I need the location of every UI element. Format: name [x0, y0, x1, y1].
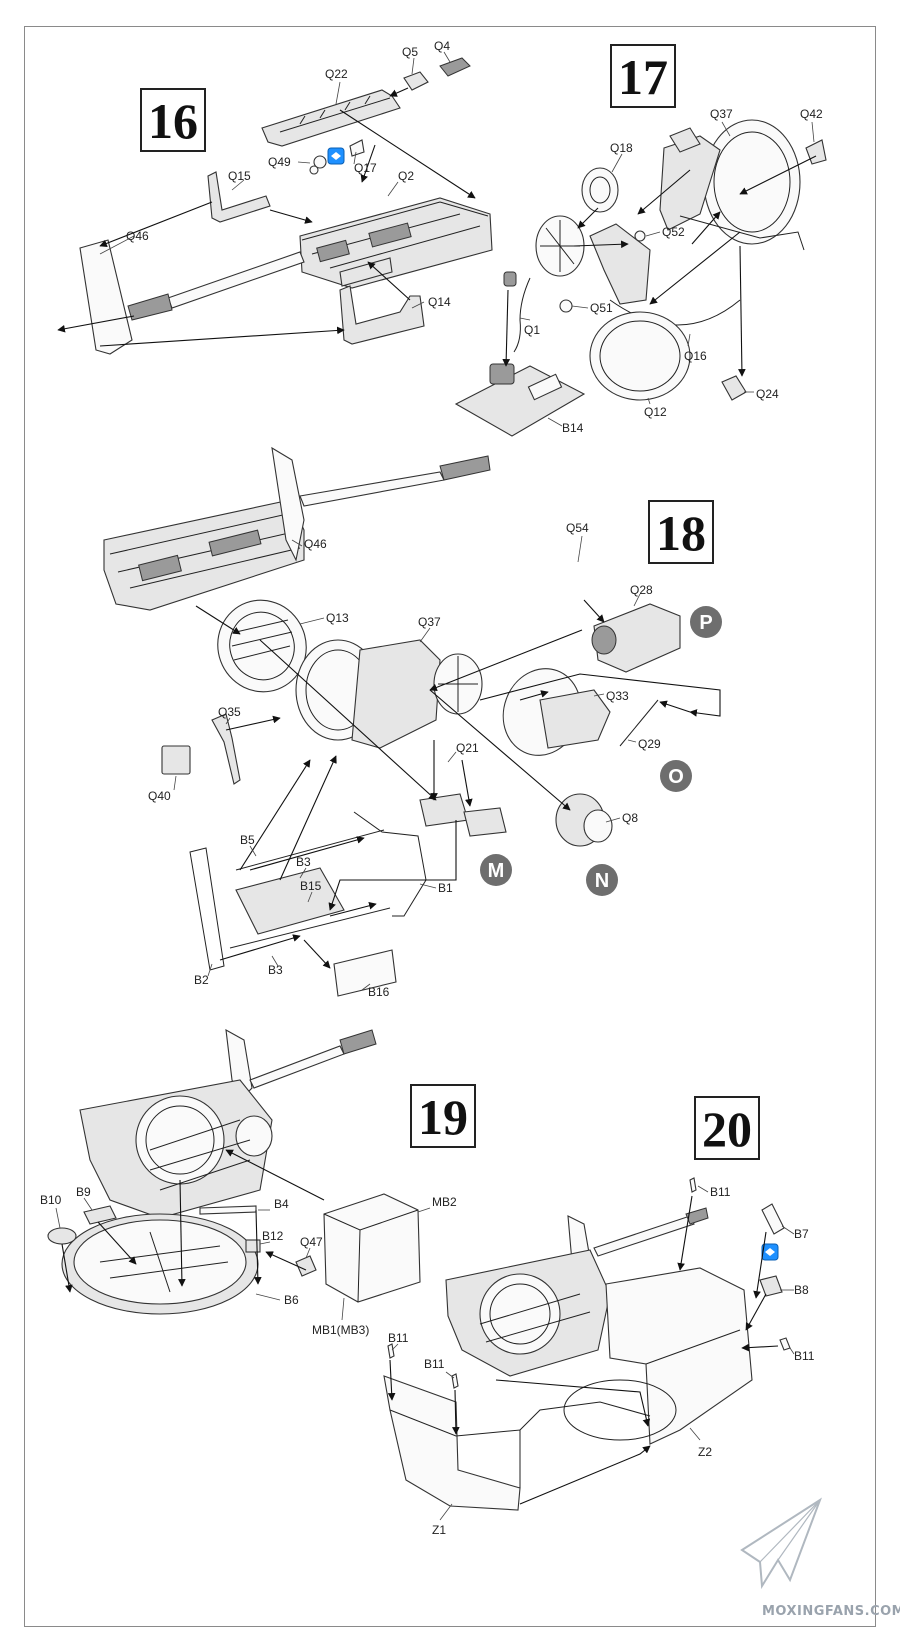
label-b11-d: B11	[424, 1357, 445, 1371]
label-b4: B4	[274, 1197, 289, 1211]
svg-text:O: O	[668, 766, 684, 788]
label-q4: Q4	[434, 39, 450, 53]
label-q15: Q15	[228, 169, 251, 183]
step-16-drawing: Q22 Q5 Q4 Q49 Q17 Q15 Q2 Q46 Q14	[57, 39, 493, 355]
label-mb2: MB2	[432, 1195, 457, 1209]
label-q24: Q24	[756, 387, 779, 401]
label-b9: B9	[76, 1185, 91, 1199]
step-17-drawing: Q37 Q42 Q18 Q52 Q51 Q1 Q16 Q12 Q24 B14	[454, 107, 827, 437]
label-b15: B15	[300, 879, 322, 893]
label-q16: Q16	[684, 349, 707, 363]
subassembly-badge-o	[660, 760, 692, 792]
watermark-text: MOXINGFANS.COM	[762, 1604, 900, 1619]
step-16-number: 16	[140, 88, 206, 152]
label-b7: B7	[794, 1227, 809, 1241]
label-b8: B8	[794, 1283, 809, 1297]
step-20-number: 20	[694, 1096, 760, 1160]
label-q49: Q49	[268, 155, 291, 169]
label-z2: Z2	[698, 1445, 712, 1459]
label-q22: Q22	[325, 67, 348, 81]
label-b11-a: B11	[710, 1185, 731, 1199]
label-b3-top: B3	[296, 855, 311, 869]
subassembly-badge-n	[586, 864, 618, 896]
label-q28: Q28	[630, 583, 653, 597]
label-q21: Q21	[456, 741, 479, 755]
label-q14: Q14	[428, 295, 451, 309]
label-q46-18: Q46	[304, 537, 327, 551]
label-b1: B1	[438, 881, 453, 895]
label-b12: B12	[262, 1229, 284, 1243]
step-18-number: 18	[648, 500, 714, 564]
label-b3-bottom: B3	[268, 963, 283, 977]
label-mb1-mb3: MB1(MB3)	[312, 1323, 369, 1337]
label-q13: Q13	[326, 611, 349, 625]
label-b10: B10	[40, 1193, 62, 1207]
label-q1: Q1	[524, 323, 540, 337]
label-b6: B6	[284, 1293, 299, 1307]
label-q37: Q37	[710, 107, 733, 121]
label-b2: B2	[194, 973, 209, 987]
step-19-drawing: B10 B9 B4 B12 Q47 MB2 MB1(MB3) B6	[40, 1028, 457, 1337]
label-b11-c: B11	[388, 1331, 409, 1345]
label-q47: Q47	[300, 1235, 323, 1249]
label-q46: Q46	[126, 229, 149, 243]
label-q29: Q29	[638, 737, 661, 751]
label-q54: Q54	[566, 521, 589, 535]
label-q12: Q12	[644, 405, 667, 419]
label-q42: Q42	[800, 107, 823, 121]
label-q17: Q17	[354, 161, 377, 175]
watermark-logo	[740, 1497, 822, 1590]
svg-text:P: P	[699, 612, 712, 634]
label-b11-b: B11	[794, 1349, 815, 1363]
svg-text:N: N	[595, 870, 609, 892]
label-q33: Q33	[606, 689, 629, 703]
label-q40: Q40	[148, 789, 171, 803]
label-q5: Q5	[402, 45, 418, 59]
step-18-drawing: Q46 Q54 Q28 Q13 Q37 Q33 Q35 Q29 Q40 Q21 …	[103, 446, 722, 999]
label-b5: B5	[240, 833, 255, 847]
label-q51: Q51	[590, 301, 613, 315]
sheet-border	[24, 26, 876, 1627]
label-b14: B14	[562, 421, 584, 435]
svg-text:M: M	[488, 860, 505, 882]
label-b16: B16	[368, 985, 390, 999]
label-q2: Q2	[398, 169, 414, 183]
subassembly-badge-m	[480, 854, 512, 886]
subassembly-badge-p	[690, 606, 722, 638]
label-q8: Q8	[622, 811, 638, 825]
step-19-number: 19	[410, 1084, 476, 1148]
label-q35: Q35	[218, 705, 241, 719]
label-q37-18: Q37	[418, 615, 441, 629]
label-z1: Z1	[432, 1523, 446, 1537]
step-17-number: 17	[610, 44, 676, 108]
step-20-drawing: B11 B7 B8 B11 B11 B11 Z2 Z1	[383, 1177, 815, 1537]
label-q52: Q52	[662, 225, 685, 239]
label-q18: Q18	[610, 141, 633, 155]
